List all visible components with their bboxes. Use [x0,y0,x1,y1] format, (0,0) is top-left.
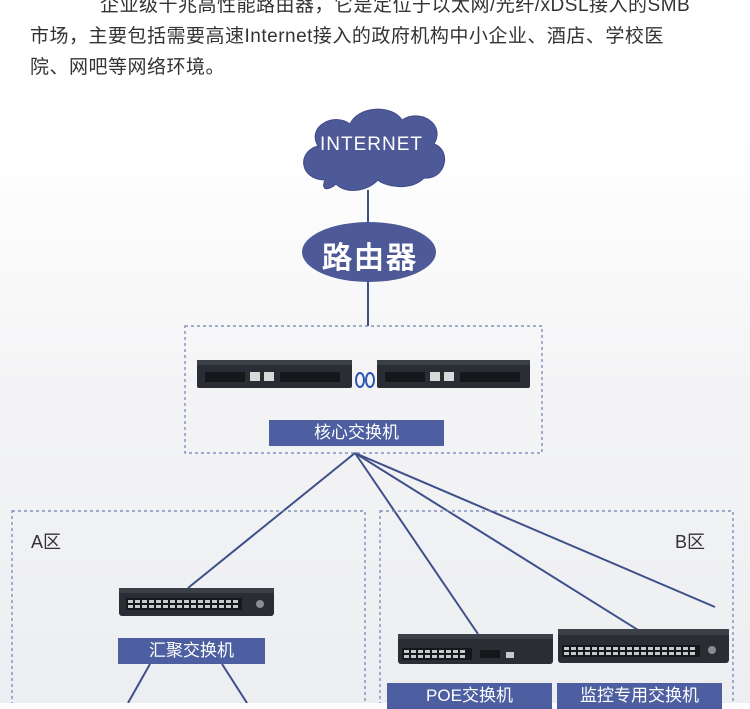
link-core-poe [354,452,479,635]
core-switch-right-device [377,360,530,388]
zone-a-box [11,510,366,703]
monitor-switch-label: 监控专用交换机 [557,683,722,709]
core-switch-box [184,325,543,454]
core-switch-left-device [197,360,352,388]
aggregation-switch-label: 汇聚交换机 [118,638,265,664]
poe-switch-device [398,634,553,664]
intro-line-2: 市场，主要包括需要高速Internet接入的政府机构中小企业、酒店、学校医 [30,26,664,47]
intro-line-1: 企业级千兆高性能路由器，它是定位于以太网/光纤/xDSL接入的SMB [100,0,691,16]
link-core-monitor [354,452,639,631]
connection-lines [127,190,716,703]
poe-switch-label: POE交换机 [387,683,552,709]
zone-b-label: B区 [675,532,706,552]
router-node [302,222,436,282]
internet-cloud [303,108,445,191]
link-core-zone-b [354,452,716,608]
zone-b-box [379,510,734,703]
link-core-aggregation [187,452,356,589]
stack-link-icon [355,372,375,388]
core-switch-label: 核心交换机 [269,420,444,446]
link-aggregation-down-right [221,663,248,703]
router-label: 路由器 [322,242,418,275]
aggregation-switch-device [119,588,274,616]
link-aggregation-down-left [127,663,151,703]
intro-line-3: 院、网吧等网络环境。 [30,57,226,78]
monitor-switch-device [558,629,729,663]
internet-label: INTERNET [320,134,423,155]
intro-text: 企业级千兆高性能路由器，它是定位于以太网/光纤/xDSL接入的SMB 市场，主要… [30,0,750,83]
zone-a-label: A区 [31,532,62,552]
